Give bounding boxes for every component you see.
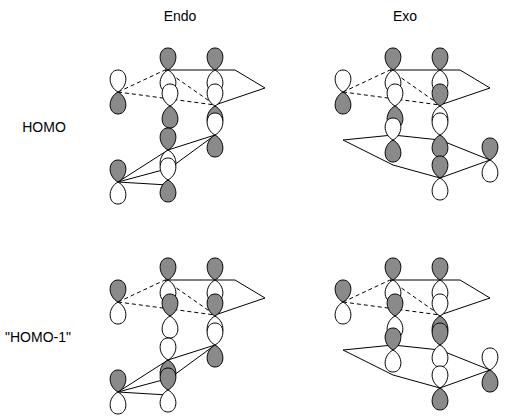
transition-state: [335, 48, 498, 200]
p-orbital-lobe: [432, 135, 448, 157]
p-orbital-lobe: [387, 84, 403, 106]
p-orbital-lobe: [335, 92, 351, 114]
p-orbital-lobe: [482, 138, 498, 160]
bond-line: [390, 70, 490, 105]
p-orbital-lobe: [162, 84, 178, 106]
p-orbital-lobe: [110, 280, 126, 302]
p-orbital-lobe: [432, 258, 448, 280]
bond-line: [343, 345, 490, 388]
column-heading: Exo: [393, 8, 417, 24]
bond-line: [343, 135, 490, 178]
p-orbital-lobe: [207, 113, 223, 135]
p-orbital-lobe: [160, 48, 176, 70]
p-orbital-lobe: [385, 350, 401, 372]
p-orbital-lobe: [207, 135, 223, 157]
p-orbital-lobe: [432, 84, 448, 106]
p-orbital-lobe: [110, 182, 126, 204]
transition-state: [110, 258, 265, 414]
p-orbital-lobe: [207, 294, 223, 316]
p-orbital-lobe: [110, 302, 126, 324]
p-orbital-lobe: [385, 48, 401, 70]
p-orbital-lobe: [432, 113, 448, 135]
p-orbital-lobe: [432, 388, 448, 410]
transition-state: [110, 48, 265, 204]
p-orbital-lobe: [385, 258, 401, 280]
p-orbital-lobe: [432, 323, 448, 345]
transition-state: [335, 258, 498, 410]
p-orbital-lobe: [207, 323, 223, 345]
p-orbital-lobe: [160, 128, 176, 150]
p-orbital-lobe: [162, 316, 178, 338]
p-orbital-lobe: [110, 392, 126, 414]
p-orbital-lobe: [482, 160, 498, 182]
row-heading: HOMO: [22, 119, 66, 135]
bond-line: [118, 392, 168, 395]
bond-line: [165, 70, 265, 105]
p-orbital-lobe: [482, 370, 498, 392]
bond-line: [118, 182, 168, 185]
p-orbital-lobe: [160, 180, 176, 202]
p-orbital-lobe: [160, 390, 176, 412]
p-orbital-lobe: [110, 160, 126, 182]
p-orbital-lobe: [385, 328, 401, 350]
p-orbital-lobe: [387, 294, 403, 316]
p-orbital-lobe: [207, 345, 223, 367]
p-orbital-lobe: [432, 156, 448, 178]
p-orbital-lobe: [162, 294, 178, 316]
p-orbital-lobe: [160, 158, 176, 180]
p-orbital-lobe: [160, 258, 176, 280]
p-orbital-lobe: [335, 70, 351, 92]
p-orbital-lobe: [110, 70, 126, 92]
p-orbital-lobe: [335, 280, 351, 302]
bond-line: [390, 280, 490, 315]
p-orbital-lobe: [432, 178, 448, 200]
p-orbital-lobe: [160, 338, 176, 360]
p-orbital-lobe: [207, 258, 223, 280]
p-orbital-lobe: [432, 345, 448, 367]
p-orbital-lobe: [162, 106, 178, 128]
row-heading: "HOMO-1": [5, 329, 71, 345]
p-orbital-lobe: [385, 140, 401, 162]
p-orbital-lobe: [110, 92, 126, 114]
p-orbital-lobe: [110, 370, 126, 392]
bond-line: [165, 280, 265, 315]
p-orbital-lobe: [207, 84, 223, 106]
column-heading: Endo: [164, 8, 197, 24]
p-orbital-lobe: [432, 48, 448, 70]
p-orbital-lobe: [432, 294, 448, 316]
p-orbital-lobe: [160, 368, 176, 390]
p-orbital-lobe: [482, 348, 498, 370]
p-orbital-lobe: [432, 366, 448, 388]
p-orbital-lobe: [207, 48, 223, 70]
p-orbital-lobe: [335, 302, 351, 324]
p-orbital-lobe: [385, 118, 401, 140]
